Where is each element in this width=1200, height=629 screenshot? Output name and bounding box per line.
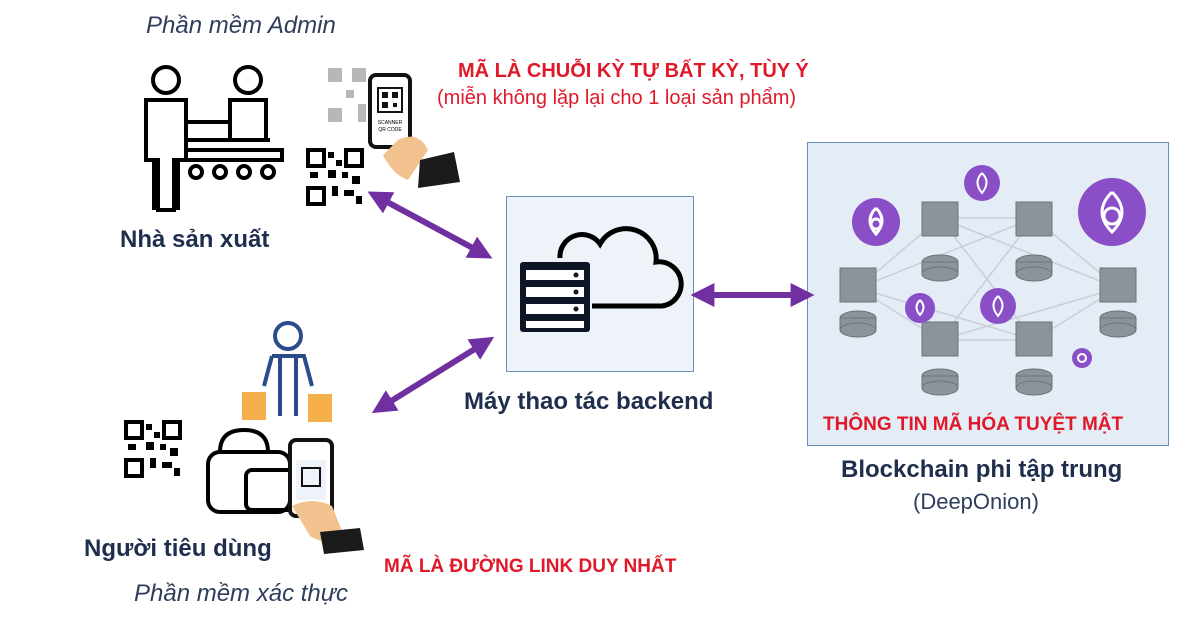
verify-phone-icon xyxy=(288,438,364,554)
producer-software-label: Phần mềm Admin xyxy=(146,12,336,39)
consumer-software-label: Phần mềm xác thực xyxy=(134,580,348,607)
producer-qr-icon xyxy=(306,148,364,206)
phone-label-qrcode: QR CODE xyxy=(378,127,402,133)
blockchain-name: Blockchain phi tập trung xyxy=(841,456,1123,483)
phone-label-scanner: SCANNER xyxy=(378,120,403,126)
server-cloud-icon xyxy=(520,226,684,332)
producer-icon xyxy=(144,65,284,212)
producer-code-subnote: (miễn không lặp lại cho 1 loại sản phẩm) xyxy=(437,87,797,109)
consumer-code-note: MÃ LÀ ĐƯỜNG LINK DUY NHẤT xyxy=(384,556,677,577)
consumer-qr-icon xyxy=(124,420,182,478)
producer-name: Nhà sản xuất xyxy=(120,226,270,253)
backend-label: Máy thao tác backend xyxy=(464,388,714,415)
faded-qr-icon xyxy=(328,68,366,122)
shopping-bag-icon xyxy=(206,427,298,514)
blockchain-network-icon xyxy=(839,201,1137,396)
consumer-name: Người tiêu dùng xyxy=(84,535,272,562)
consumer-shopper-icon xyxy=(242,321,332,422)
producer-code-note: MÃ LÀ CHUỖI KỲ TỰ BẤT KỲ, TÙY Ý xyxy=(458,60,809,82)
arrow-producer-backend xyxy=(367,191,493,259)
blockchain-secure-label: THÔNG TIN MÃ HÓA TUYỆT MẬT xyxy=(823,414,1124,435)
arrow-consumer-backend xyxy=(371,336,495,414)
scanner-phone-icon xyxy=(368,73,460,188)
blockchain-sub: (DeepOnion) xyxy=(913,489,1039,514)
deeponion-logo-icon xyxy=(852,165,1146,368)
